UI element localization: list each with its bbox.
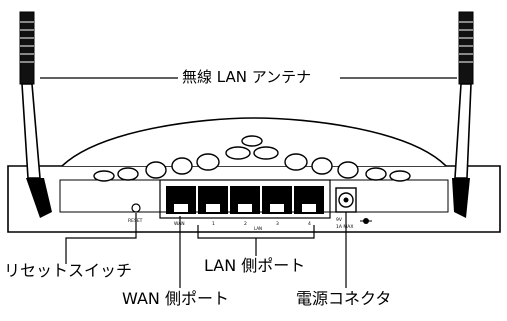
left-antenna xyxy=(19,11,52,218)
marking-wan: WAN xyxy=(174,221,185,227)
marking-lan: LAN xyxy=(254,226,262,231)
router-body xyxy=(7,117,501,233)
leader-lines xyxy=(40,77,457,288)
right-antenna xyxy=(452,11,474,218)
marking-port-3: 3 xyxy=(276,221,279,227)
marking-reset: RESET xyxy=(128,218,143,224)
ethernet-ports xyxy=(159,179,331,219)
marking-port-2: 2 xyxy=(244,221,247,227)
label-lan-port: LAN 側ポート xyxy=(204,256,306,275)
marking-port-4: 4 xyxy=(308,221,311,227)
label-wan-port: WAN 側ポート xyxy=(122,289,229,308)
label-reset-switch: リセットスイッチ xyxy=(4,261,133,280)
marking-port-1: 1 xyxy=(212,221,215,227)
marking-power-voltage: 9V xyxy=(336,217,343,223)
reset-button-hole xyxy=(131,203,141,213)
vent-ovals xyxy=(93,135,411,182)
label-power-connector: 電源コネクタ xyxy=(296,289,392,308)
marking-power-current: 1A MAX xyxy=(336,224,353,230)
label-antenna: 無線 LAN アンテナ xyxy=(182,68,312,86)
